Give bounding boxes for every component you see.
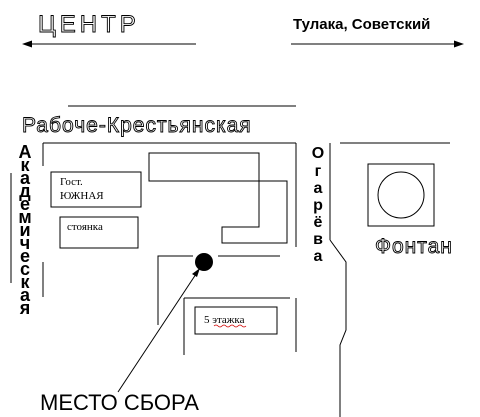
meeting-point-arrowhead: [192, 268, 200, 277]
meeting-point-marker: [195, 253, 213, 271]
svg-text:с: с: [20, 259, 30, 279]
svg-text:ё: ё: [314, 214, 323, 231]
hotel-label-line2: ЮЖНАЯ: [60, 190, 104, 202]
building-parking: [59, 216, 139, 249]
parking-label: стоянка: [67, 221, 103, 233]
svg-text:а: а: [314, 248, 323, 265]
svg-text:е: е: [20, 246, 30, 266]
svg-text:к: к: [20, 272, 30, 292]
building-five-floor: [194, 306, 278, 335]
building-hotel: [50, 171, 142, 208]
svg-text:а: а: [314, 180, 323, 197]
street-vertical-left-label: А к а д е м и ч е с к а я: [18, 142, 31, 318]
svg-text:в: в: [313, 231, 323, 248]
street-right-east-curve: [329, 239, 347, 417]
svg-text:и: и: [19, 220, 30, 240]
direction-tulaka-label: Тулака, Советский: [293, 16, 430, 33]
svg-text:г: г: [315, 163, 322, 180]
svg-text:м: м: [18, 207, 31, 227]
spellcheck-underline: [213, 324, 247, 328]
direction-center-label: ЦЕНТР: [38, 11, 140, 38]
svg-text:к: к: [20, 155, 30, 175]
svg-text:я: я: [19, 298, 31, 318]
fountain-label: Фонтан: [375, 235, 453, 258]
street-horizontal-label: Рабоче-Крестьянская: [22, 114, 252, 137]
svg-text:А: А: [19, 142, 32, 162]
meeting-point-pointer: [117, 267, 201, 393]
street-vertical-right-label: О г а р ё в а: [312, 145, 324, 265]
svg-text:р: р: [313, 197, 323, 214]
svg-text:а: а: [20, 168, 31, 188]
fountain-circle: [377, 171, 425, 219]
building-l-shaped: [148, 152, 288, 244]
svg-text:а: а: [20, 285, 31, 305]
meeting-point-label: МЕСТО СБОРА: [40, 390, 199, 415]
direction-left-arrowhead: [22, 40, 32, 48]
svg-text:ч: ч: [20, 233, 30, 253]
yard-fence-west: [157, 255, 193, 325]
direction-right-arrowhead: [454, 40, 464, 48]
svg-text:О: О: [312, 145, 324, 162]
svg-text:е: е: [20, 194, 30, 214]
five-floor-label: 5 этажка: [204, 314, 245, 326]
hotel-label-line1: Гост.: [60, 176, 83, 188]
svg-text:д: д: [19, 181, 31, 201]
